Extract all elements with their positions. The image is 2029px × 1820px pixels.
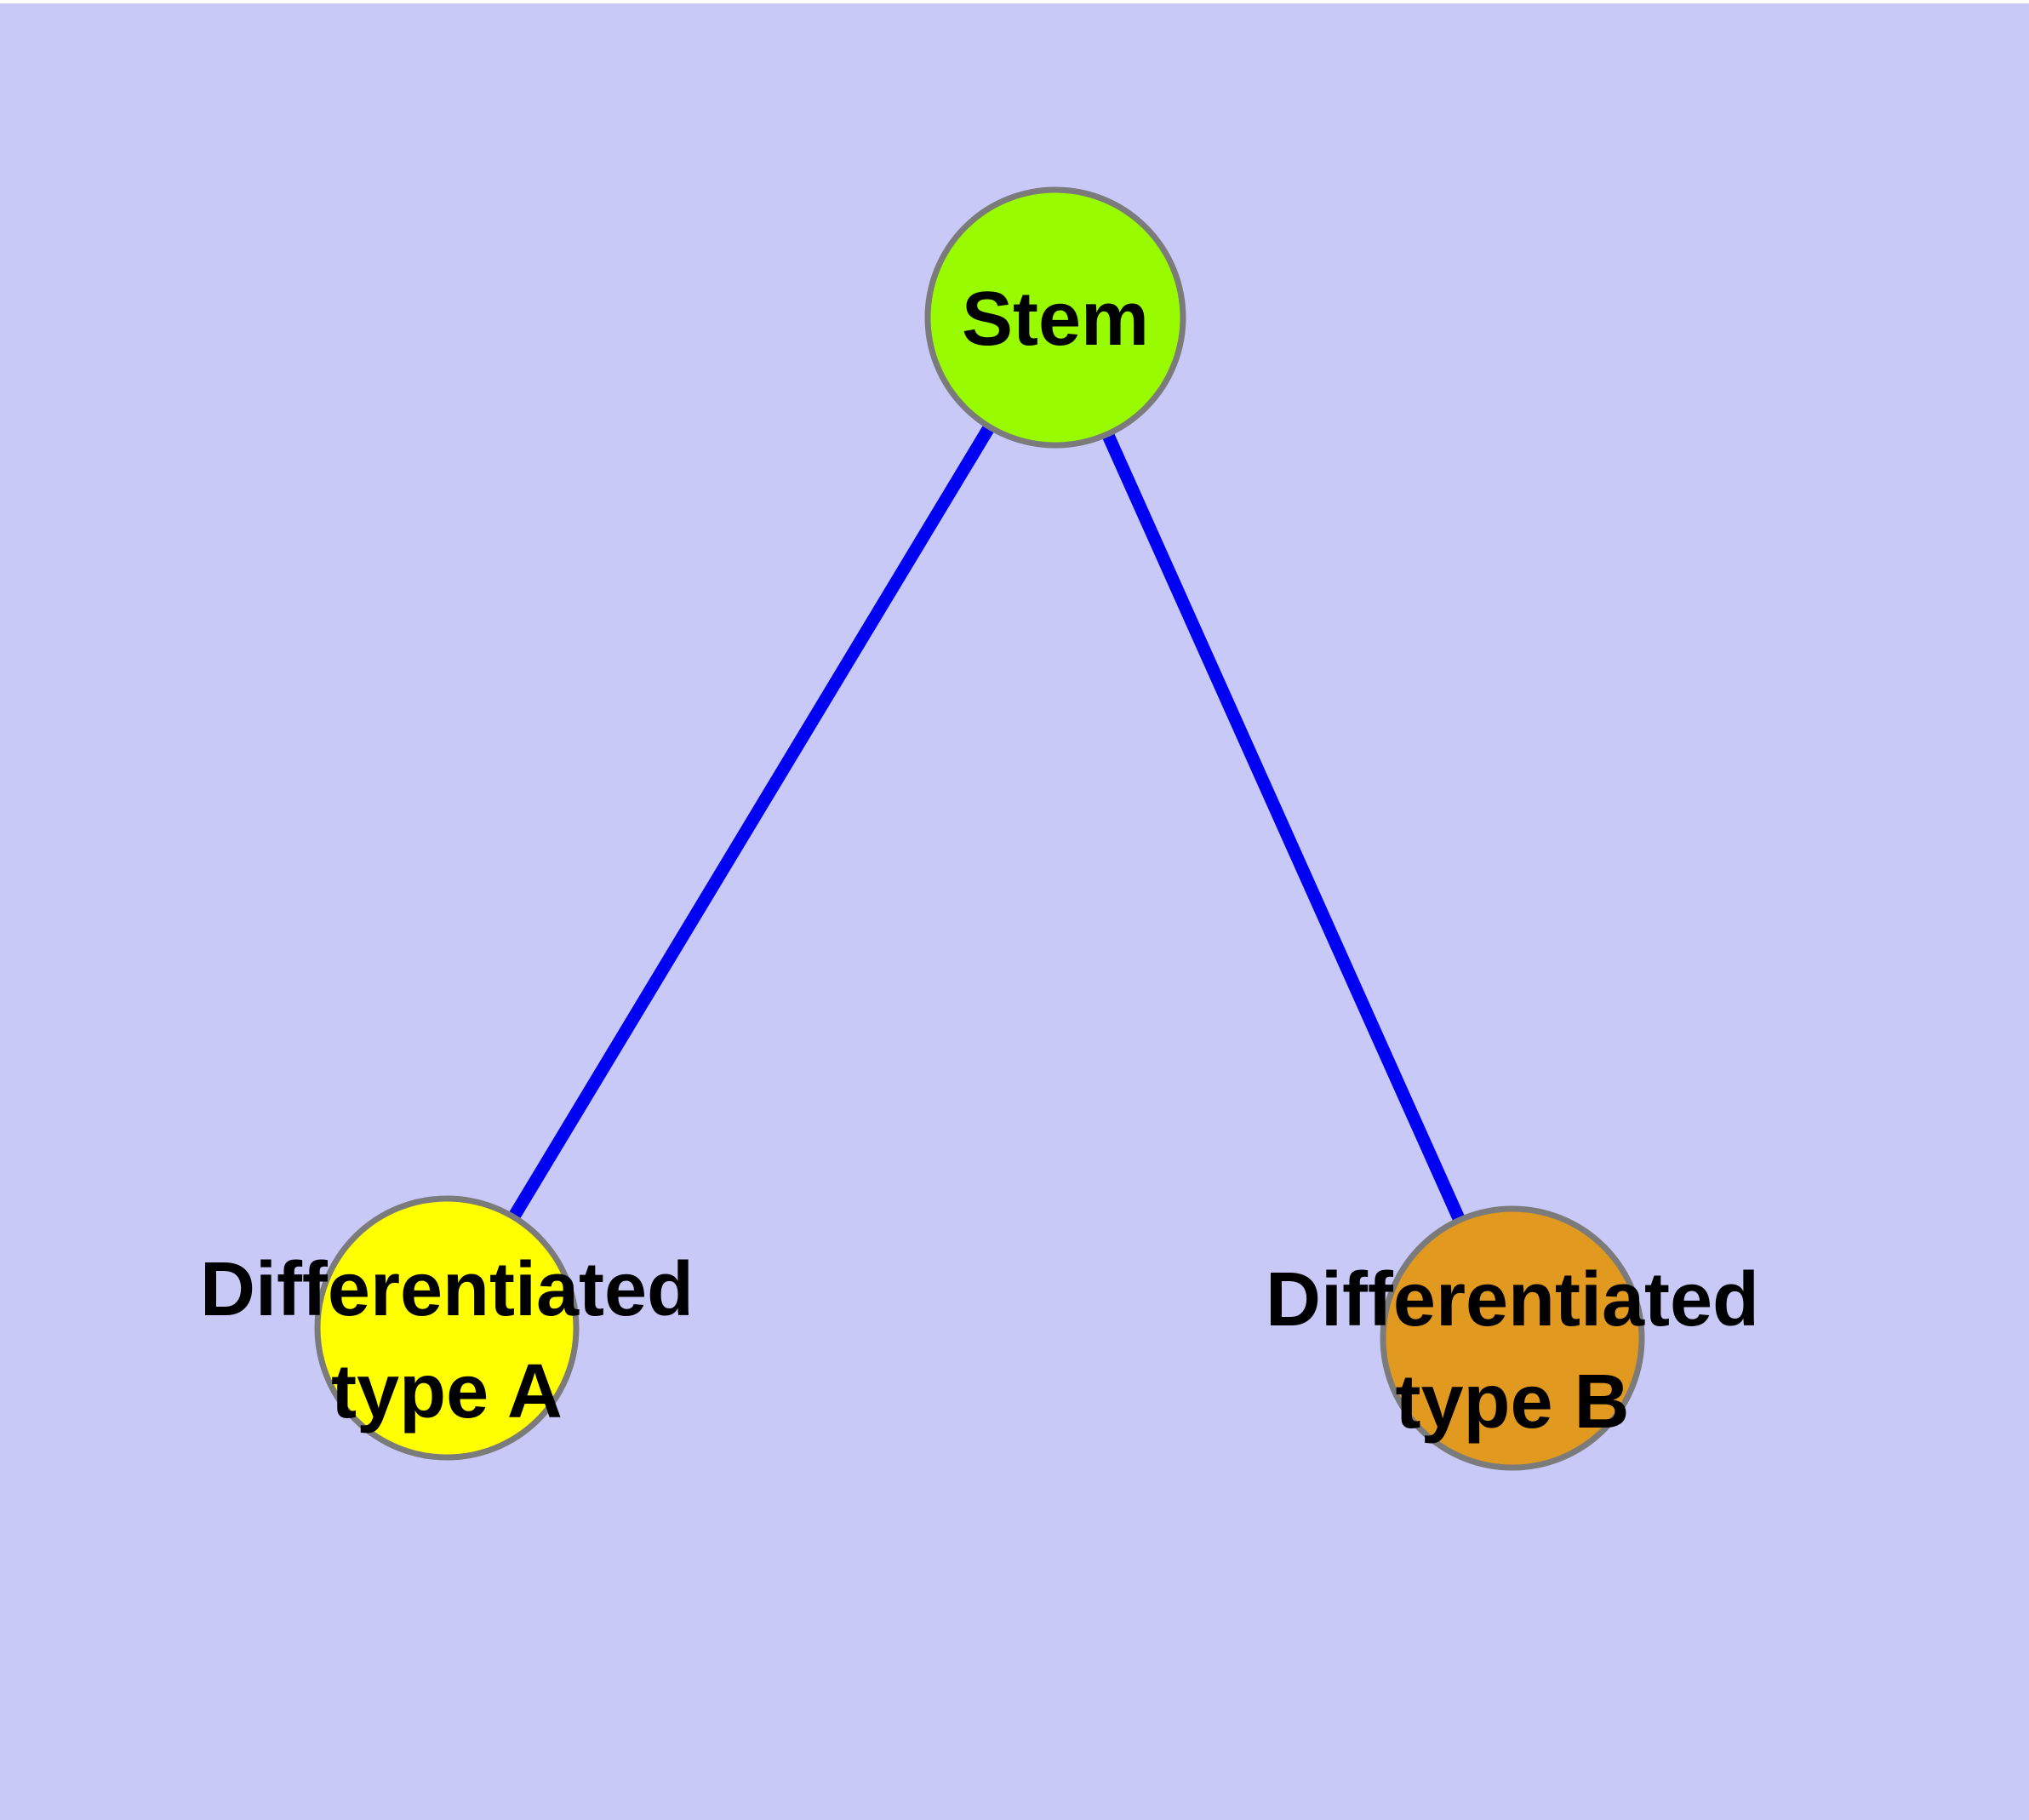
- screenshot-top-edge: [0, 0, 2029, 3]
- node-stem: [924, 186, 1186, 449]
- node-type-b-label-line1: Differentiated: [1266, 1257, 1759, 1342]
- edge-stem-to-type-a: [441, 314, 1061, 1331]
- node-type-a-label-line2: type A: [331, 1349, 563, 1434]
- node-differentiated-type-a: [314, 1195, 580, 1461]
- node-differentiated-type-b: [1380, 1205, 1645, 1471]
- edge-stem-to-type-b: [1049, 314, 1518, 1342]
- node-type-b-label-line2: type B: [1395, 1359, 1629, 1445]
- node-type-a-label-line1: Differentiated: [200, 1247, 694, 1332]
- node-stem-label: Stem: [962, 277, 1149, 362]
